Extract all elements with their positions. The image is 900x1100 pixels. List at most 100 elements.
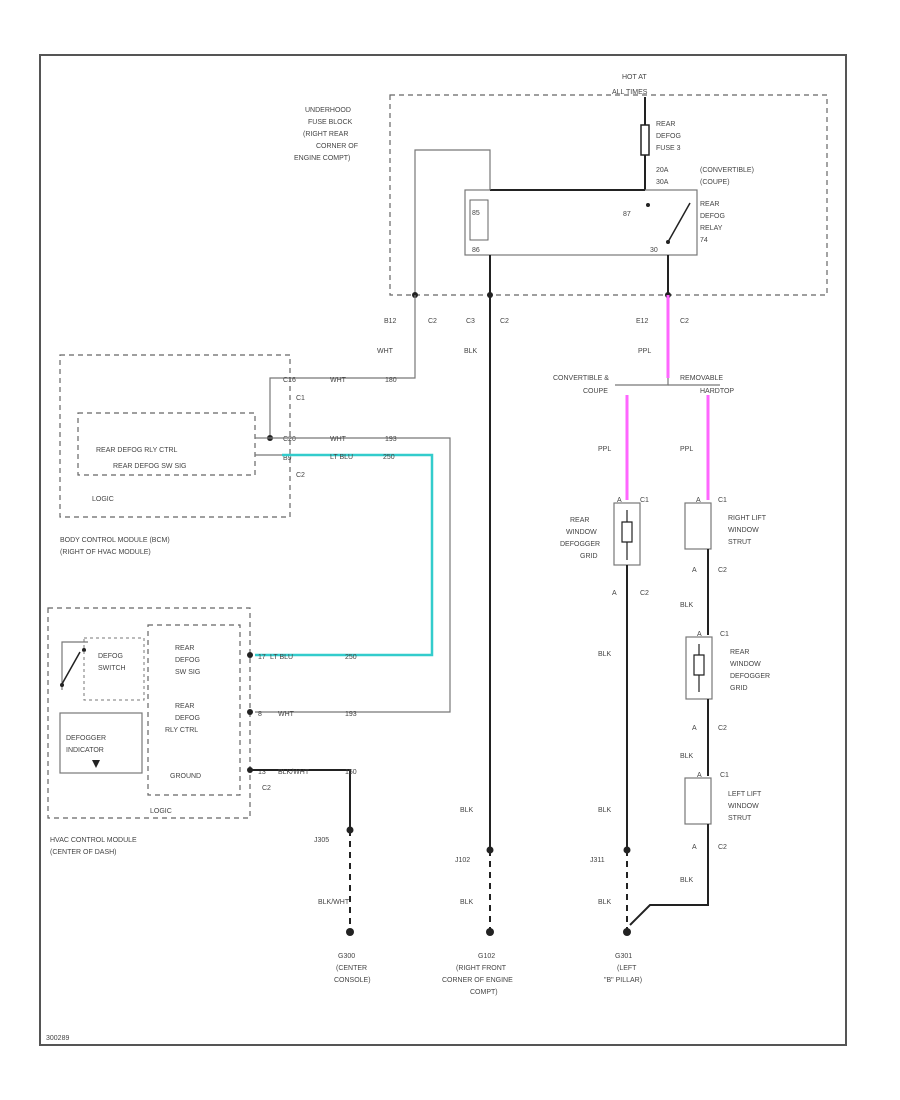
- body-control-module: REAR DEFOG RLY CTRL REAR DEFOG SW SIG LO…: [59, 354, 305, 556]
- relay-label-3: RELAY: [700, 225, 723, 232]
- fuse-block-label-1: UNDERHOOD: [305, 107, 351, 114]
- svg-text:REAR: REAR: [730, 649, 749, 656]
- fuse-block-label-2: FUSE BLOCK: [308, 119, 353, 126]
- hvac-title-1: HVAC CONTROL MODULE: [50, 837, 137, 844]
- relay-label-2: DEFOG: [700, 213, 725, 220]
- svg-text:WINDOW: WINDOW: [566, 529, 597, 536]
- hvac-title-2: (CENTER OF DASH): [50, 849, 117, 856]
- wire-blk-label-2: BLK: [460, 807, 474, 814]
- conn-c2-b12: C2: [428, 318, 437, 325]
- bcm-title-2: (RIGHT OF HVAC MODULE): [60, 549, 151, 556]
- hvac-control-module: DEFOG SWITCH DEFOGGER INDICATOR REAR DEF…: [47, 607, 271, 856]
- bcm-logic: LOGIC: [92, 496, 114, 503]
- fuse-block-label-5: ENGINE COMPT): [294, 155, 350, 162]
- svg-text:G102: G102: [478, 953, 495, 960]
- relay-pin-30: 30: [650, 247, 658, 254]
- fuse-label-1: REAR: [656, 121, 675, 128]
- svg-text:A: A: [612, 590, 617, 597]
- svg-text:DEFOGGER: DEFOGGER: [560, 541, 600, 548]
- wire-lt-blu-250: [255, 453, 434, 657]
- fuse-block-label-4: CORNER OF: [316, 143, 358, 150]
- wire-wht-label-1: WHT: [377, 348, 394, 355]
- conn-c2-e12: C2: [680, 318, 689, 325]
- svg-text:C1: C1: [720, 631, 729, 638]
- wire-blk-label-5: BLK: [598, 807, 612, 814]
- fuse-rating-2: 30A: [656, 179, 669, 186]
- hot-at-label: HOT AT: [622, 74, 647, 81]
- svg-text:COMPT): COMPT): [470, 989, 498, 996]
- relay-pin-86: 86: [472, 247, 480, 254]
- wire-blk-label-3: BLK: [460, 899, 474, 906]
- wire-193-label: 193: [385, 436, 397, 443]
- wire-ppl-label-main: PPL: [638, 348, 651, 355]
- svg-text:STRUT: STRUT: [728, 539, 752, 546]
- document-id: 300289: [46, 1035, 69, 1042]
- wire-193-label-2: 193: [345, 711, 357, 718]
- wire-blk-label-4: BLK: [598, 651, 612, 658]
- fuse-block-label-3: (RIGHT REAR: [303, 131, 348, 138]
- svg-text:A: A: [692, 567, 697, 574]
- diagram-frame: [39, 54, 847, 1046]
- underhood-fuse-block: HOT AT ALL TIMES UNDERHOOD FUSE BLOCK (R…: [294, 74, 828, 325]
- fuse-label-3: FUSE 3: [656, 145, 681, 152]
- svg-text:(CENTER: (CENTER: [336, 965, 367, 972]
- svg-text:WINDOW: WINDOW: [728, 527, 759, 534]
- right-lift-window-strut: A C1 RIGHT LIFT WINDOW STRUT A C2: [684, 497, 767, 574]
- wire-lt-blu-label-2: LT BLU: [270, 654, 293, 661]
- splice-j305: J305: [314, 837, 329, 844]
- svg-text:"B" PILLAR): "B" PILLAR): [604, 977, 642, 984]
- split-right-1: REMOVABLE: [680, 375, 723, 382]
- left-lift-window-strut: A C1 LEFT LIFT WINDOW STRUT A C2: [684, 772, 762, 851]
- wire-wht-193: [255, 437, 451, 713]
- bcm-conn-c2: C2: [296, 472, 305, 479]
- svg-text:GRID: GRID: [730, 685, 748, 692]
- svg-text:A: A: [692, 844, 697, 851]
- split-left-2: COUPE: [583, 388, 608, 395]
- variant-convertible: (CONVERTIBLE): [700, 167, 754, 174]
- rear-defog-relay: [464, 189, 698, 256]
- wire-250-label-2: 250: [345, 654, 357, 661]
- wire-blk-label-9: BLK: [680, 877, 694, 884]
- wire-180-label: 180: [385, 377, 397, 384]
- svg-text:(LEFT: (LEFT: [617, 965, 637, 972]
- svg-text:DEFOGGER: DEFOGGER: [730, 673, 770, 680]
- bcm-title-1: BODY CONTROL MODULE (BCM): [60, 537, 170, 544]
- svg-text:A: A: [697, 631, 702, 638]
- wire-wht-180: [269, 295, 416, 438]
- hvac-logic: LOGIC: [150, 808, 172, 815]
- relay-label-4: 74: [700, 237, 708, 244]
- svg-text:G300: G300: [338, 953, 355, 960]
- wire-blk-wht-label-2: BLK/WHT: [318, 899, 350, 906]
- pin-e12: E12: [636, 318, 649, 325]
- all-times-label: ALL TIMES: [612, 89, 648, 96]
- wire-ppl-label-left: PPL: [598, 446, 611, 453]
- hvac-rly-ctrl-3: RLY CTRL: [165, 727, 198, 734]
- bcm-sw-sig: REAR DEFOG SW SIG: [113, 463, 187, 470]
- svg-text:C1: C1: [640, 497, 649, 504]
- defog-switch-2: SWITCH: [98, 665, 126, 672]
- ground-g300: G300 (CENTER CONSOLE): [334, 928, 371, 984]
- hvac-pin-8: 8: [258, 711, 262, 718]
- svg-text:REAR: REAR: [570, 517, 589, 524]
- wire-wht-label-4: WHT: [278, 711, 295, 718]
- svg-text:C2: C2: [718, 725, 727, 732]
- conn-c2-c3: C2: [500, 318, 509, 325]
- fuse-rating-1: 20A: [656, 167, 669, 174]
- svg-text:WINDOW: WINDOW: [728, 803, 759, 810]
- hvac-ground: GROUND: [170, 773, 201, 780]
- wire-blk-label-6: BLK: [598, 899, 612, 906]
- wire-250-label-1: 250: [383, 454, 395, 461]
- svg-text:C1: C1: [720, 772, 729, 779]
- hvac-rly-ctrl-2: DEFOG: [175, 715, 200, 722]
- wire-blk-label-8: BLK: [680, 753, 694, 760]
- svg-text:CORNER OF ENGINE: CORNER OF ENGINE: [442, 977, 513, 984]
- bcm-pin-c20: C20: [283, 436, 296, 443]
- bcm-relay-ctrl: REAR DEFOG RLY CTRL: [96, 447, 178, 454]
- relay-pin-87: 87: [623, 211, 631, 218]
- variant-coupe: (COUPE): [700, 179, 730, 186]
- hvac-rly-ctrl-1: REAR: [175, 703, 194, 710]
- svg-text:A: A: [696, 497, 701, 504]
- svg-text:C2: C2: [718, 844, 727, 851]
- svg-text:LEFT LIFT: LEFT LIFT: [728, 791, 762, 798]
- pin-c3: C3: [466, 318, 475, 325]
